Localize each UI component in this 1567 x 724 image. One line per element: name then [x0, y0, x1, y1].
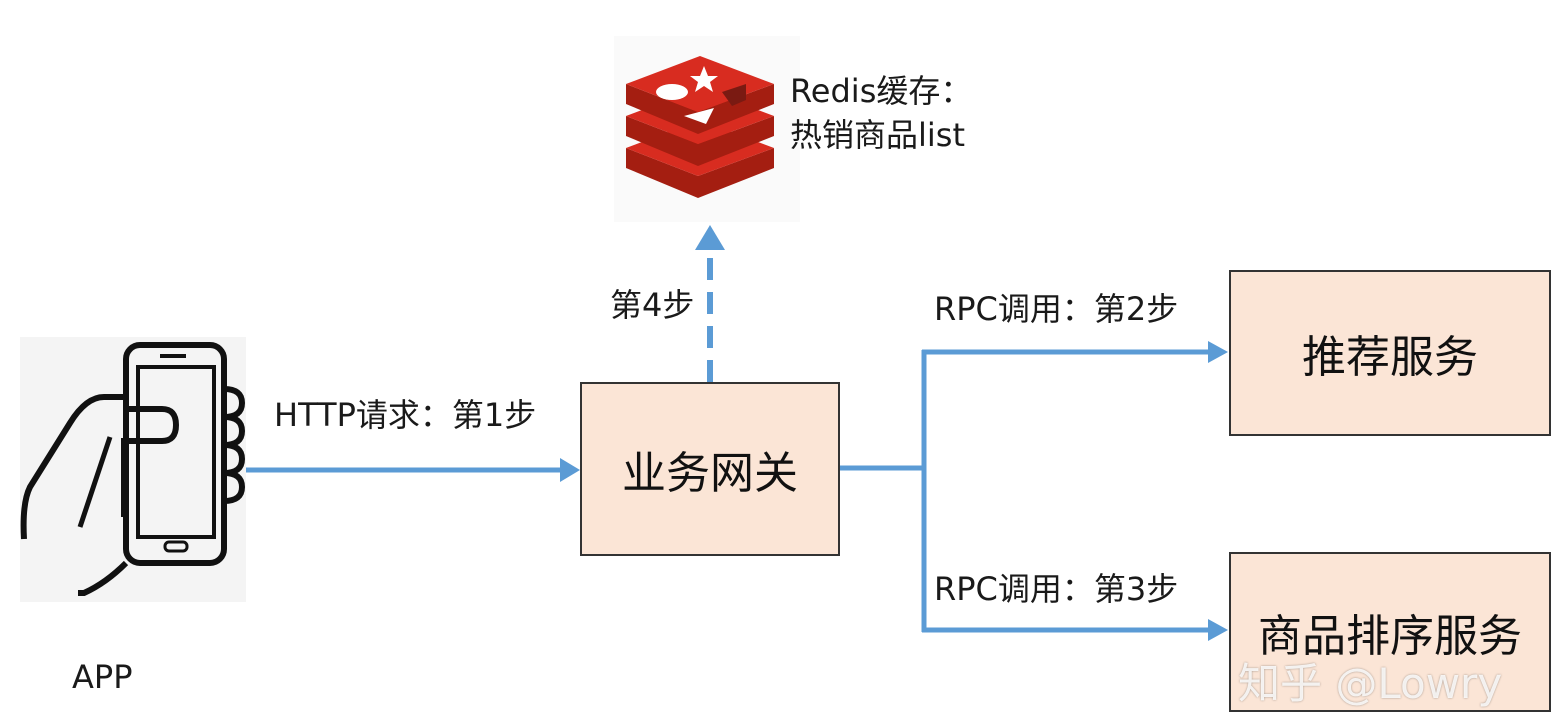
- arrowhead-redis: [695, 225, 725, 250]
- arrowhead-recommend: [1208, 341, 1228, 363]
- edge-label-step1: HTTP请求：第1步: [274, 396, 537, 434]
- redis-icon: [614, 36, 800, 222]
- edge-label-step4: 第4步: [610, 286, 695, 324]
- app-label: APP: [72, 658, 133, 696]
- redis-label-line1: Redis缓存：: [790, 72, 973, 110]
- recommend-service-box: 推荐服务: [1229, 270, 1551, 436]
- phone-icon: [20, 337, 246, 602]
- gateway-label: 业务网关: [622, 448, 798, 499]
- arrowhead-gateway: [560, 458, 580, 482]
- watermark: 知乎 @Lowry: [1238, 659, 1503, 708]
- recommend-service-label: 推荐服务: [1302, 332, 1478, 383]
- ranking-service-box: 商品排序服务: [1229, 552, 1551, 712]
- arrowhead-ranking: [1208, 619, 1228, 641]
- gateway-box: 业务网关: [580, 382, 840, 556]
- edge-label-step3: RPC调用：第3步: [934, 570, 1179, 608]
- edge-label-step2: RPC调用：第2步: [934, 290, 1179, 328]
- ranking-service-label: 商品排序服务: [1258, 611, 1522, 662]
- redis-label-line2: 热销商品list: [790, 116, 966, 154]
